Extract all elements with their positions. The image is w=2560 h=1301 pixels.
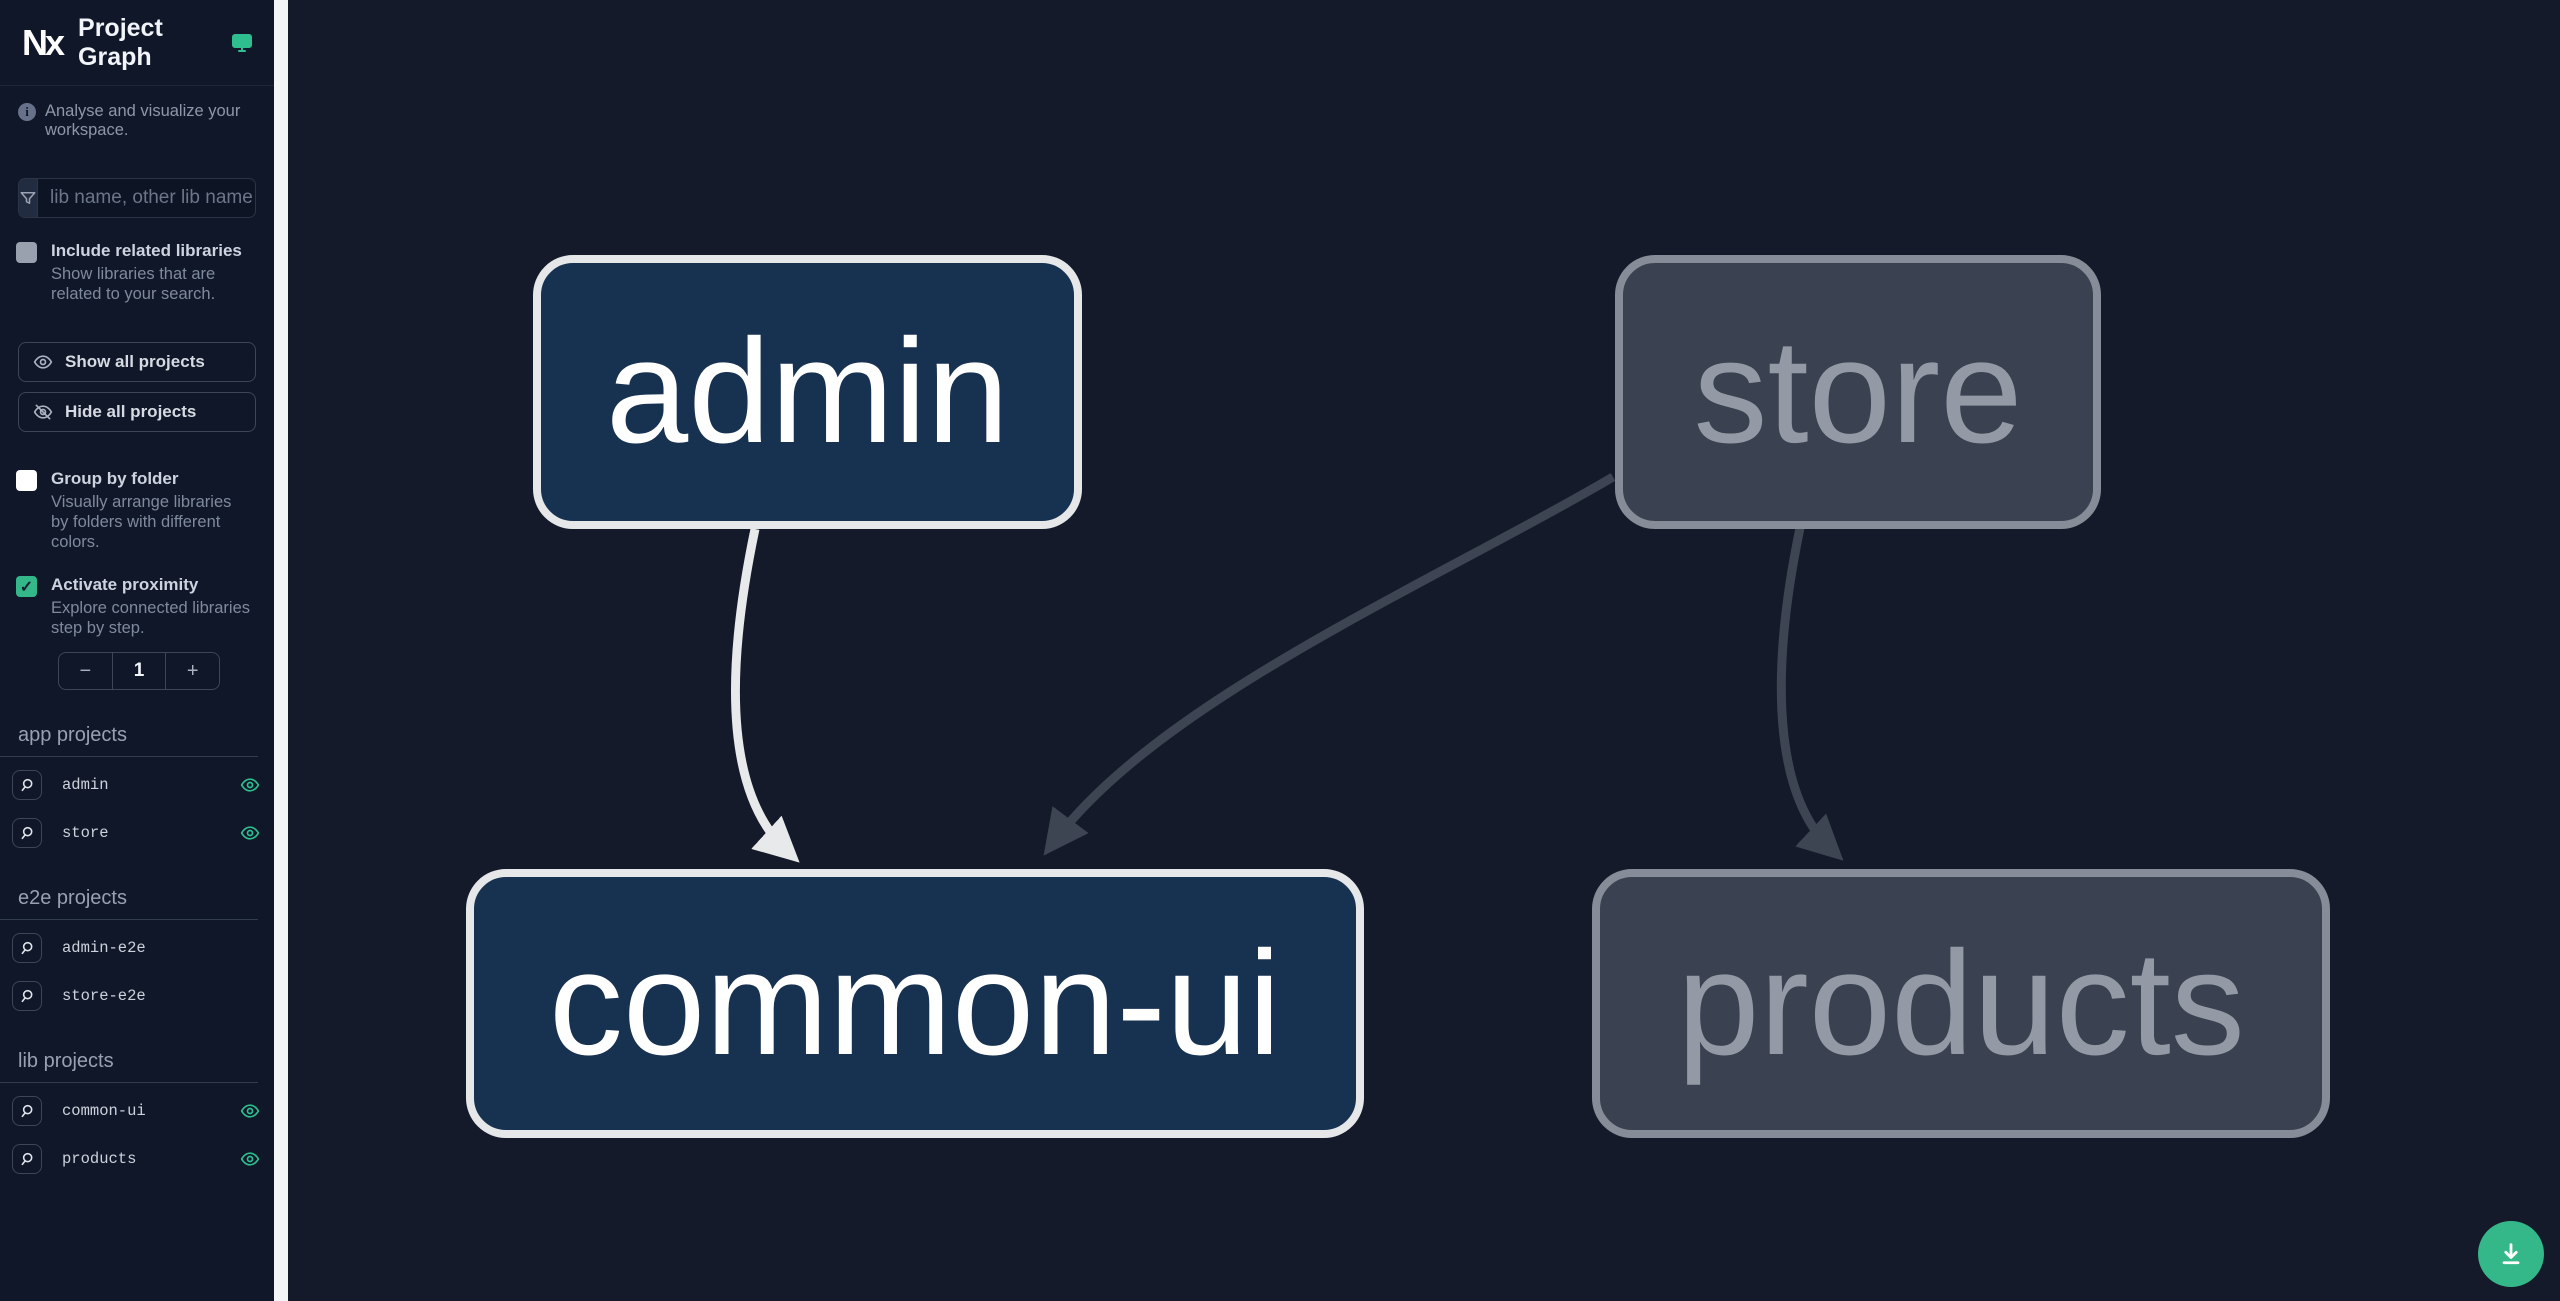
show-all-projects-label: Show all projects: [65, 352, 205, 371]
project-name[interactable]: store: [62, 824, 109, 842]
project-name[interactable]: common-ui: [62, 1102, 146, 1120]
activate-proximity-checkbox[interactable]: ✓: [16, 576, 37, 597]
visibility-eye-icon[interactable]: [240, 823, 260, 843]
proximity-stepper: − 1 +: [58, 652, 220, 690]
activate-proximity-description: Explore connected libraries step by step…: [51, 599, 251, 637]
visibility-eye-icon[interactable]: [240, 1149, 260, 1169]
include-related-label[interactable]: Include related libraries: [51, 241, 242, 260]
node-label: products: [1677, 920, 2245, 1086]
include-related-row: Include related libraries Show libraries…: [0, 240, 274, 304]
project-name[interactable]: products: [62, 1150, 137, 1168]
graph-node-store[interactable]: store: [1615, 255, 2101, 529]
filter-box: [18, 178, 256, 218]
project-row-common-ui: common-ui: [0, 1091, 274, 1131]
node-label: common-ui: [549, 920, 1281, 1086]
section-e2e-projects: e2e projects admin-e2e store-e2e: [0, 887, 274, 1016]
section-lib-projects: lib projects common-ui products: [0, 1050, 274, 1179]
filter-input[interactable]: [38, 179, 255, 217]
tagline-text: Analyse and visualize your workspace.: [45, 102, 241, 139]
info-icon: i: [18, 103, 36, 121]
project-row-admin-e2e: admin-e2e: [0, 928, 274, 968]
project-row-products: products: [0, 1139, 274, 1179]
include-related-description: Show libraries that are related to your …: [51, 265, 216, 303]
project-name[interactable]: admin: [62, 776, 109, 794]
project-row-store: store: [0, 813, 274, 853]
edge-admin-to-common-ui[interactable]: [730, 528, 800, 863]
group-by-folder-row: Group by folder Visually arrange librari…: [0, 468, 274, 552]
section-title: app projects: [0, 724, 258, 757]
section-title: e2e projects: [0, 887, 258, 920]
group-by-folder-description: Visually arrange libraries by folders wi…: [51, 493, 232, 551]
download-image-button[interactable]: [2478, 1221, 2544, 1287]
focus-project-button[interactable]: [12, 1096, 42, 1126]
group-by-folder-label[interactable]: Group by folder: [51, 469, 179, 488]
eye-icon: [33, 352, 53, 372]
project-name[interactable]: admin-e2e: [62, 939, 146, 957]
proximity-decrement-button[interactable]: −: [79, 659, 92, 682]
focus-project-button[interactable]: [12, 933, 42, 963]
proximity-value: 1: [111, 653, 167, 689]
project-row-store-e2e: store-e2e: [0, 976, 274, 1016]
hide-all-projects-label: Hide all projects: [65, 402, 197, 421]
show-all-projects-button[interactable]: Show all projects: [18, 342, 256, 382]
graph-node-products[interactable]: products: [1592, 869, 2330, 1138]
include-related-checkbox[interactable]: [16, 242, 37, 263]
project-name[interactable]: store-e2e: [62, 987, 146, 1005]
activate-proximity-row: ✓ Activate proximity Explore connected l…: [0, 574, 274, 638]
graph-node-admin[interactable]: admin: [533, 255, 1082, 529]
sidebar-header: Nx Project Graph: [0, 0, 274, 86]
focus-project-button[interactable]: [12, 818, 42, 848]
monitor-icon[interactable]: [230, 31, 254, 55]
section-app-projects: app projects admin store: [0, 724, 274, 853]
page-title: Project Graph: [78, 13, 163, 71]
download-icon: [2497, 1240, 2525, 1268]
node-label: store: [1693, 309, 2023, 474]
proximity-increment-button[interactable]: +: [186, 659, 199, 682]
edge-store-to-products[interactable]: [1776, 527, 1844, 861]
visibility-eye-icon[interactable]: [240, 775, 260, 795]
focus-project-button[interactable]: [12, 1144, 42, 1174]
nx-logo: Nx: [22, 21, 65, 63]
graph-node-common-ui[interactable]: common-ui: [466, 869, 1364, 1138]
edge-store-to-common-ui[interactable]: [1043, 473, 1616, 856]
sidebar: Nx Project Graph i Analyse and visualize…: [0, 0, 274, 1301]
eye-off-icon: [33, 402, 53, 422]
group-by-folder-checkbox[interactable]: [16, 470, 37, 491]
graph-canvas[interactable]: admin store common-ui products: [288, 0, 2560, 1301]
activate-proximity-label[interactable]: Activate proximity: [51, 575, 199, 594]
focus-project-button[interactable]: [12, 770, 42, 800]
project-row-admin: admin: [0, 765, 274, 805]
hide-all-projects-button[interactable]: Hide all projects: [18, 392, 256, 432]
tagline-row: i Analyse and visualize your workspace.: [0, 86, 274, 140]
visibility-eye-icon[interactable]: [240, 1101, 260, 1121]
section-title: lib projects: [0, 1050, 258, 1083]
sidebar-resize-gutter[interactable]: [274, 0, 288, 1301]
node-label: admin: [605, 309, 1010, 474]
focus-project-button[interactable]: [12, 981, 42, 1011]
funnel-icon: [19, 179, 38, 217]
graph-edges-layer: [730, 473, 1844, 863]
